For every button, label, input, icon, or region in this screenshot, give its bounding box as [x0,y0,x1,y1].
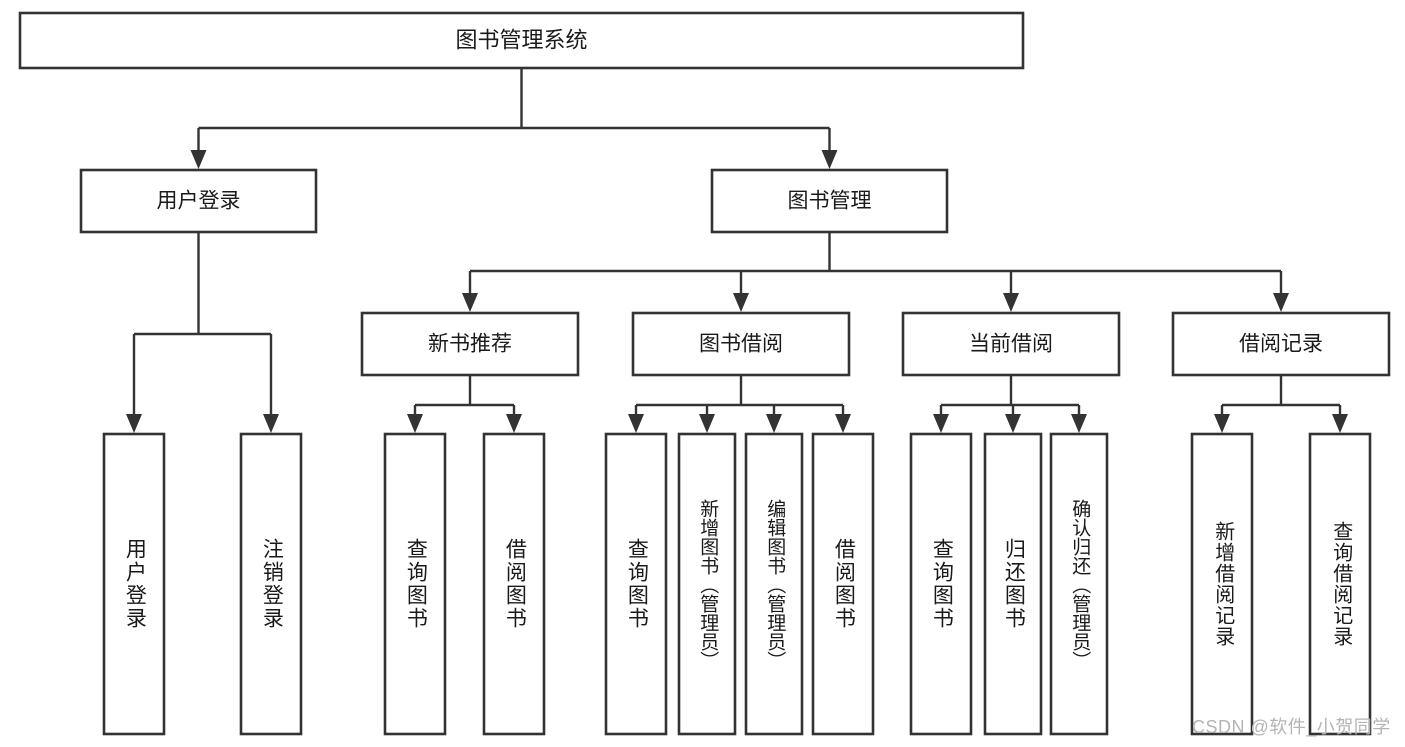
arrowhead-icon [263,414,279,433]
node-box-leaf-query-book-2[interactable] [604,432,668,736]
arrowhead-icon [821,150,838,169]
arrowhead-icon [190,150,207,169]
node-box-borrow-record[interactable] [1171,311,1391,377]
node-box-leaf-query-record[interactable] [1308,432,1372,736]
node-box-leaf-confirm-return[interactable] [1049,432,1109,736]
arrowhead-icon [1003,293,1019,312]
arrowhead-icon [766,414,782,433]
node-box-leaf-edit-book[interactable] [744,432,804,736]
node-box-leaf-add-book[interactable] [677,432,737,736]
arrowhead-icon [933,414,949,433]
arrowhead-icon [733,293,749,312]
node-label-book-manage: 图书管理 [788,190,872,213]
node-label-borrow-record: 借阅记录 [1239,333,1323,356]
node-box-leaf-borrow-book-1[interactable] [482,432,546,736]
arrowhead-icon [1332,414,1348,433]
node-box-new-book-rec[interactable] [360,311,580,377]
node-label-book-borrow: 图书借阅 [699,333,783,356]
node-label-current-borrow: 当前借阅 [969,333,1053,356]
node-box-leaf-query-book-1[interactable] [383,432,447,736]
node-label-root: 图书管理系统 [455,27,587,52]
node-box-leaf-add-record[interactable] [1190,432,1254,736]
arrowhead-icon [506,414,522,433]
node-box-current-borrow[interactable] [901,311,1121,377]
arrowhead-icon [835,414,851,433]
arrowhead-icon [126,414,142,433]
arrowhead-icon [407,414,423,433]
arrowhead-icon [1071,414,1087,433]
node-label-user-login: 用户登录 [157,190,241,213]
csdn-watermark: CSDN @软件_小贺同学 [1192,717,1391,737]
node-box-book-manage[interactable] [710,168,949,234]
node-box-leaf-user-logout[interactable] [239,432,303,736]
node-label-new-book-rec: 新书推荐 [428,333,512,356]
arrowhead-icon [1005,414,1021,433]
arrowhead-icon [699,414,715,433]
arrowhead-icon [628,414,644,433]
edges-layer [126,68,1348,433]
arrowhead-icon [1273,293,1289,312]
node-box-leaf-return-book[interactable] [983,432,1043,736]
arrowhead-icon [1214,414,1230,433]
node-box-book-borrow[interactable] [631,311,851,377]
node-box-user-login[interactable] [79,168,318,234]
node-box-leaf-user-login[interactable] [102,432,166,736]
node-box-leaf-borrow-book-2[interactable] [811,432,875,736]
boxes-layer [18,11,1391,736]
node-box-leaf-query-book-3[interactable] [909,432,973,736]
node-box-root[interactable] [18,11,1025,70]
arrowhead-icon [462,293,478,312]
